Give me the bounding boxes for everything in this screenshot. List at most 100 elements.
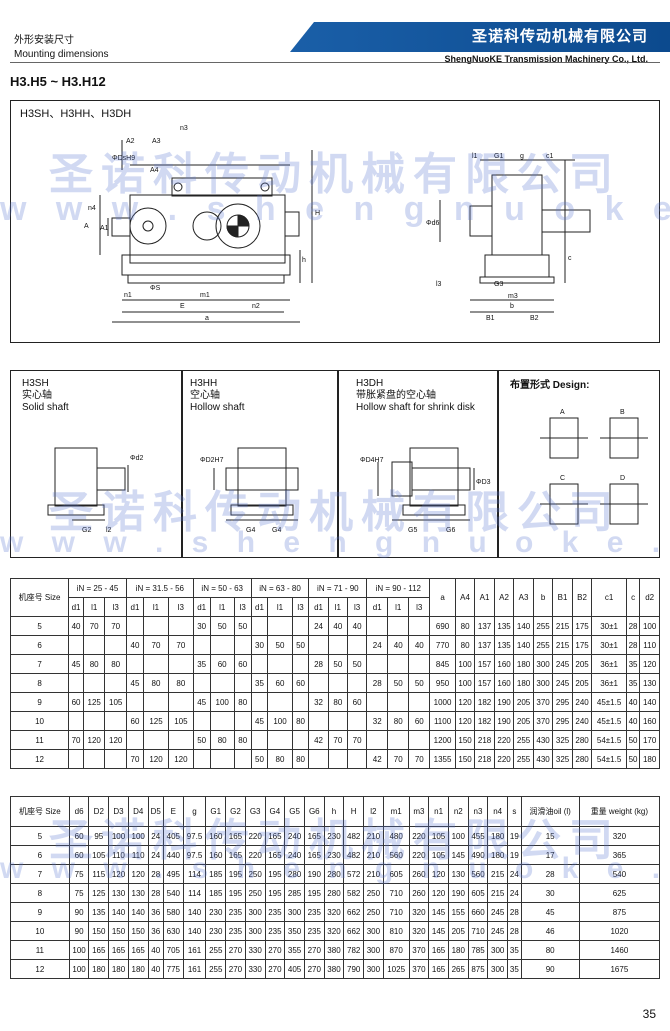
table-cell: 165 xyxy=(303,826,325,846)
table-cell: 150 xyxy=(88,921,110,941)
table-cell: 195 xyxy=(264,864,286,884)
table-cell: 490 xyxy=(467,845,489,865)
table-cell: 28 xyxy=(147,864,164,884)
table-cell: 114 xyxy=(182,864,207,884)
table-cell: 42 xyxy=(366,749,389,769)
table-cell: 50 xyxy=(267,635,293,655)
table-cell: 100 xyxy=(267,711,293,731)
table-cell: 215 xyxy=(552,616,573,636)
table-cell: 30±1 xyxy=(591,616,627,636)
shaft-label: G4 xyxy=(272,527,281,534)
table-cell: 690 xyxy=(429,616,456,636)
sub-header: l1 xyxy=(82,597,106,617)
table-cell: 90 xyxy=(520,959,580,979)
col-header: n2 xyxy=(447,796,469,827)
table-cell xyxy=(233,635,252,655)
table-cell: 220 xyxy=(244,845,266,865)
table-cell: 625 xyxy=(578,883,661,903)
table-cell xyxy=(192,749,211,769)
table-cell: 150 xyxy=(454,749,476,769)
table-cell: 80 xyxy=(327,692,348,712)
table-cell: 105 xyxy=(428,845,449,865)
table-cell: 60 xyxy=(233,654,252,674)
col-header: n1 xyxy=(428,796,449,827)
col-header: D3 xyxy=(108,796,129,827)
sub-header: d1 xyxy=(250,597,269,617)
table-cell: 165 xyxy=(428,959,449,979)
model-range: H3.H5 ~ H3.H12 xyxy=(10,74,106,89)
col-header: d6 xyxy=(68,796,90,827)
table-cell: 250 xyxy=(363,902,384,922)
table-cell: 155 xyxy=(447,902,469,922)
table-cell: 270 xyxy=(303,940,325,960)
col-header: c1 xyxy=(591,578,627,617)
table-cell: 28 xyxy=(520,864,580,884)
table-cell: 1355 xyxy=(429,749,456,769)
table-cell: 160 xyxy=(205,826,227,846)
shaft-label: l2 xyxy=(106,527,112,534)
design-label: A xyxy=(560,409,565,416)
table-cell xyxy=(408,654,431,674)
table-cell: 1675 xyxy=(578,959,661,979)
table-cell xyxy=(167,730,194,750)
col-header: h xyxy=(323,796,345,827)
table-cell: 605 xyxy=(467,883,489,903)
table-cell: 572 xyxy=(343,864,365,884)
table-cell: 12 xyxy=(9,749,70,769)
table-cell xyxy=(267,730,293,750)
table-cell: 350 xyxy=(284,921,305,941)
table-cell xyxy=(125,692,145,712)
table-cell: 80 xyxy=(291,749,310,769)
sub-header: d1 xyxy=(68,597,84,617)
table-cell xyxy=(291,616,310,636)
shrink-disk-cn: 带胀紧盘的空心轴 xyxy=(356,390,436,401)
table-cell: 330 xyxy=(244,959,266,979)
company-name-en: ShengNuoKE Transmission Machinery Co., L… xyxy=(444,54,648,64)
solid-shaft-code: H3SH xyxy=(22,378,49,389)
table-cell: 80 xyxy=(387,711,410,731)
table-cell: 120 xyxy=(108,864,129,884)
table-cell: 130 xyxy=(639,673,660,693)
table-cell: 60 xyxy=(125,711,145,731)
table-cell: 250 xyxy=(244,864,266,884)
table-cell: 180 xyxy=(447,940,469,960)
table-cell: 28 xyxy=(147,883,164,903)
header-banner xyxy=(290,22,670,52)
table-cell: 120 xyxy=(454,692,476,712)
table-cell: 54±1.5 xyxy=(591,730,627,750)
table-cell: 785 xyxy=(467,940,489,960)
table-cell: 455 xyxy=(467,826,489,846)
dim-label: Φd6 xyxy=(426,220,439,227)
solid-shaft-box xyxy=(10,370,182,558)
table-cell: 205 xyxy=(447,921,469,941)
sub-header: l3 xyxy=(346,597,368,617)
table-cell: 19 xyxy=(507,826,522,846)
col-header: G1 xyxy=(205,796,227,827)
col-header: D4 xyxy=(127,796,149,827)
table-cell: 405 xyxy=(284,959,305,979)
table-cell: 280 xyxy=(571,749,593,769)
table-cell: 195 xyxy=(225,883,246,903)
table-cell: 105 xyxy=(104,692,127,712)
table-cell: 95 xyxy=(88,826,110,846)
dim-label: G3 xyxy=(494,281,503,288)
table-cell: 30 xyxy=(192,616,211,636)
table-cell: 140 xyxy=(182,902,207,922)
table-cell: 235 xyxy=(303,921,325,941)
table-cell: 97.5 xyxy=(182,845,207,865)
shaft-label: ΦD3 xyxy=(476,479,491,486)
table-cell: 250 xyxy=(244,883,266,903)
shaft-label: G6 xyxy=(446,527,455,534)
table-cell: 300 xyxy=(363,940,384,960)
table-cell: 140 xyxy=(639,692,660,712)
table-cell xyxy=(125,616,145,636)
table-cell: 330 xyxy=(244,940,266,960)
table-cell xyxy=(346,749,368,769)
table-cell: 140 xyxy=(127,902,149,922)
